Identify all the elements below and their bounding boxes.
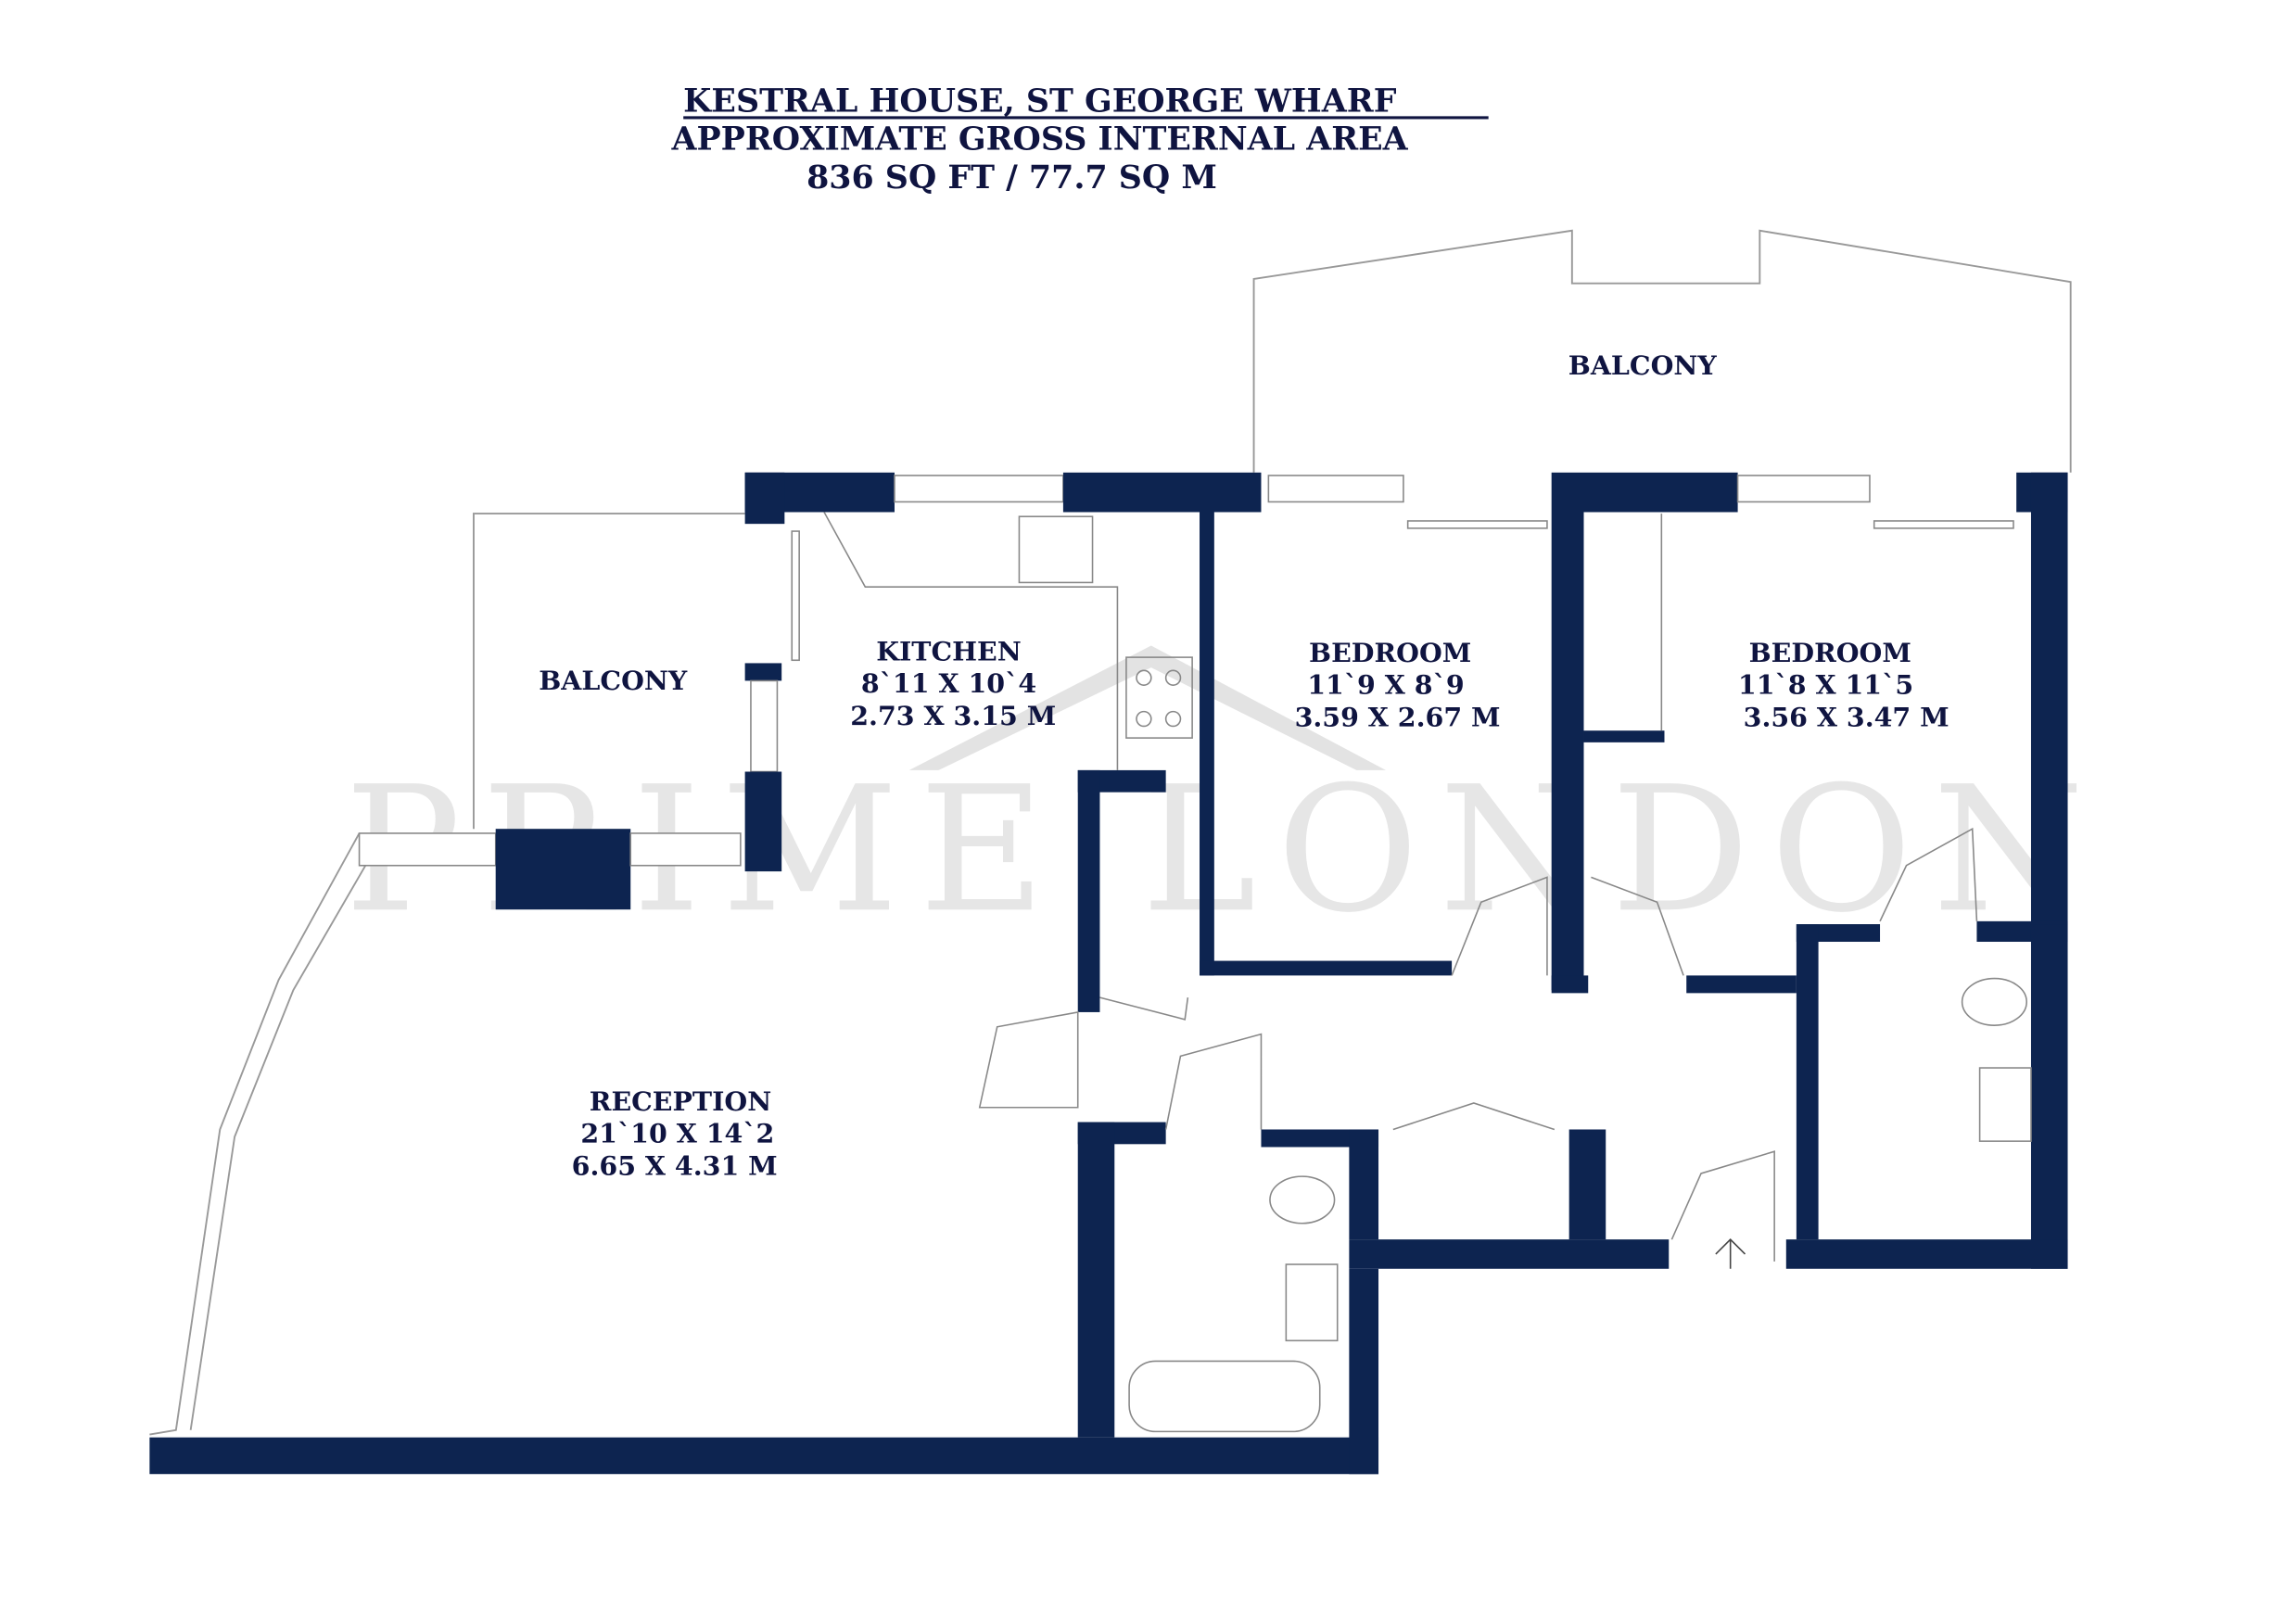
basin-icon bbox=[1978, 1067, 2032, 1142]
walls bbox=[149, 472, 2068, 1475]
kitchen-imperial: 8`11 X 10`4 bbox=[861, 667, 1036, 699]
bedroom-1-metric: 3.59 X 2.67 M bbox=[1295, 701, 1501, 732]
plan-area: 836 SQ FT / 77.7 SQ M bbox=[806, 159, 1217, 197]
bath-icon bbox=[1128, 1360, 1321, 1433]
reception-label: RECEPTION bbox=[590, 1085, 771, 1117]
balcony-label: BALCONY bbox=[539, 665, 688, 696]
toilet-icon bbox=[1961, 977, 2028, 1026]
reception-curved-wall bbox=[149, 832, 361, 1436]
reception-imperial: 21`10 X 14`2 bbox=[580, 1118, 774, 1149]
balcony-outline-top bbox=[1252, 229, 2072, 473]
plan-subtitle: APPROXIMATE GROSS INTERNAL AREA bbox=[671, 121, 1409, 159]
balcony-label: BALCONY bbox=[1568, 349, 1718, 381]
bedroom-2-metric: 3.56 X 3.47 M bbox=[1744, 701, 1949, 732]
reception-metric: 6.65 X 4.31 M bbox=[572, 1150, 778, 1182]
basin-icon bbox=[1285, 1263, 1339, 1342]
bedroom-2-label: BEDROOM bbox=[1749, 637, 1911, 668]
balcony-outline-left bbox=[473, 513, 745, 830]
kitchen-metric: 2.73 X 3.15 M bbox=[850, 700, 1056, 731]
kitchen-label: KITCHEN bbox=[876, 635, 1022, 666]
bedroom-1-imperial: 11`9 X 8`9 bbox=[1307, 669, 1464, 701]
hob-icon bbox=[1125, 656, 1193, 739]
bedroom-1-label: BEDROOM bbox=[1309, 637, 1471, 668]
plan-title: KESTRAL HOUSE, ST GEORGE WHARF bbox=[683, 82, 1397, 121]
fixtures bbox=[791, 512, 2032, 1433]
bedroom-2-imperial: 11`8 X 11`5 bbox=[1738, 669, 1913, 701]
entrance-arrow-icon bbox=[1715, 1238, 1746, 1269]
toilet-icon bbox=[1269, 1175, 1336, 1224]
sink-icon bbox=[1018, 515, 1094, 584]
